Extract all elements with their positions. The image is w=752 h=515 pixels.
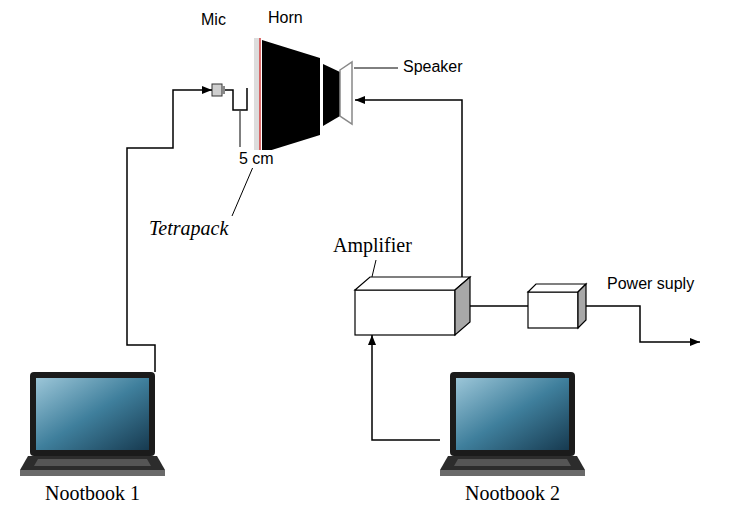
node-label: Amplifier [332,234,413,257]
laptop-drawing [20,372,165,476]
mic-drawing [212,84,222,96]
power-wire [470,305,528,307]
mic-holder [225,88,247,110]
node-label: Nootbook 2 [464,482,561,505]
node-label: Mic [200,11,227,29]
notebook: Nootbook 1 [20,372,165,478]
power-supply-drawing [528,292,578,328]
speaker-drawing [340,62,352,124]
horn-throat [323,64,340,126]
signal-cable [372,335,440,440]
horn-drawing [262,40,320,153]
amplifier-top [355,277,470,290]
power-supply-top [528,284,586,292]
leader-line [354,68,398,69]
mains-arrow [586,306,700,342]
tetrapack-panel [254,38,260,156]
part-label: Power suply [606,275,695,293]
node-label: Nootbook 1 [44,482,141,505]
horn-speaker: Horn [255,38,355,156]
part-label: Tetrapack [148,217,229,240]
amplifier-box: Amplifier [355,277,470,335]
microphone: Mic [212,83,225,97]
amplifier-side [455,277,470,335]
node-label: Horn [267,9,304,27]
mic-tip [222,86,225,94]
part-label: Speaker [402,58,464,76]
laptop-drawing [440,372,585,476]
amplifier-drawing [355,290,455,335]
dimension-label: 5 cm [238,150,275,168]
leader-line [232,160,256,216]
tetrapack-edge [259,38,261,156]
power-supply-side [578,284,586,328]
notebook: Nootbook 2 [440,372,585,478]
leader-line [240,111,241,147]
